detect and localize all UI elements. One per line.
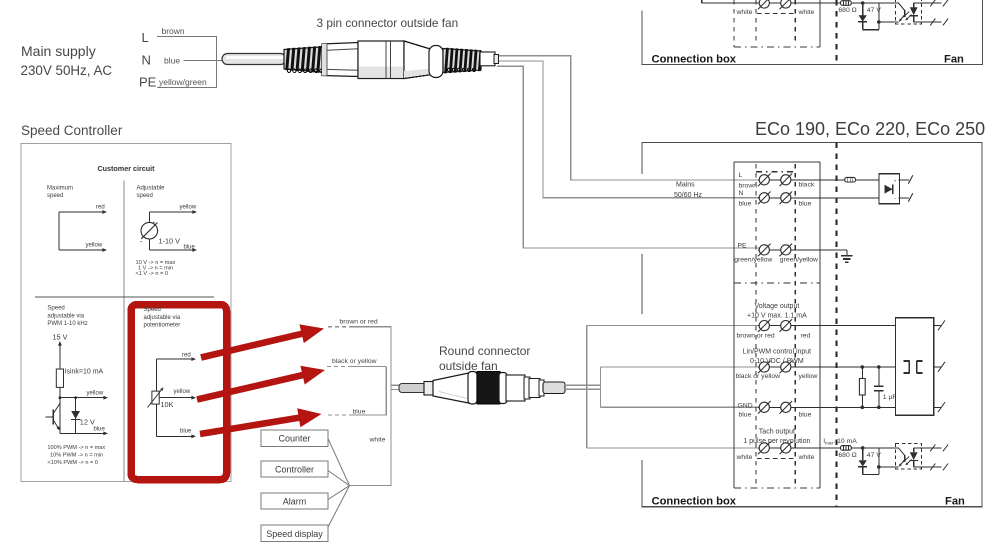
svg-text:potentiometer: potentiometer	[144, 323, 181, 329]
svg-text:Speed display: Speed display	[266, 529, 323, 539]
svg-text:red: red	[96, 205, 105, 211]
svg-text:brown or red: brown or red	[737, 332, 775, 339]
svg-text:Alarm: Alarm	[283, 497, 307, 507]
svg-text:10 V -> n = max: 10 V -> n = max	[136, 260, 176, 266]
svg-text:Lin/PWM control input: Lin/PWM control input	[743, 348, 812, 355]
svg-text:Speed: Speed	[144, 307, 161, 313]
svg-text:L: L	[739, 172, 743, 179]
svg-text:Adjustable: Adjustable	[137, 186, 166, 192]
svg-text:yellow: yellow	[86, 243, 103, 249]
svg-text:100% PWM -> n = max: 100% PWM -> n = max	[47, 445, 105, 451]
svg-text:speed: speed	[47, 193, 63, 199]
svg-text:yellow: yellow	[799, 373, 818, 380]
svg-text:50/60 Hz: 50/60 Hz	[674, 192, 703, 199]
svg-text:47 V: 47 V	[867, 7, 881, 14]
svg-text:blue: blue	[180, 429, 192, 435]
svg-text:1 V -> n = min: 1 V -> n = min	[138, 265, 173, 271]
svg-text:Tach output: Tach output	[759, 428, 795, 435]
svg-text:blue: blue	[739, 200, 752, 207]
svg-text:1-10 V: 1-10 V	[159, 237, 181, 246]
svg-text:adjustable via: adjustable via	[144, 315, 181, 321]
svg-text:black or yellow: black or yellow	[332, 358, 377, 365]
svg-text:Counter: Counter	[278, 434, 310, 444]
svg-text:adjustable via: adjustable via	[47, 313, 84, 319]
svg-text:red: red	[801, 332, 811, 339]
svg-text:outside fan: outside fan	[439, 359, 498, 373]
svg-text:brown: brown	[739, 182, 758, 189]
svg-text:red: red	[182, 353, 191, 359]
svg-text:N: N	[739, 190, 744, 197]
svg-text:Maximum: Maximum	[47, 186, 73, 192]
svg-text:blue: blue	[353, 409, 366, 416]
svg-text:N: N	[142, 53, 151, 68]
svg-text:Main supply: Main supply	[21, 43, 96, 59]
svg-text:blue: blue	[799, 200, 812, 207]
svg-text:1 µF: 1 µF	[883, 394, 897, 401]
svg-text:1 pulse per revolution: 1 pulse per revolution	[743, 438, 810, 445]
svg-text:Isink=10 mA: Isink=10 mA	[65, 369, 104, 376]
svg-text:white: white	[736, 454, 753, 461]
svg-text:yellow: yellow	[174, 389, 191, 395]
svg-text:PWM 1-10 kHz: PWM 1-10 kHz	[47, 321, 87, 327]
svg-text:blue: blue	[164, 55, 180, 65]
svg-text:680 Ω: 680 Ω	[838, 452, 856, 459]
svg-text:12 V: 12 V	[80, 418, 95, 427]
svg-text:white: white	[736, 9, 753, 16]
svg-text:white: white	[369, 437, 386, 444]
svg-text:Fan: Fan	[945, 495, 965, 507]
svg-text:Round connector: Round connector	[439, 344, 530, 358]
svg-text:blue: blue	[184, 245, 196, 251]
svg-text:black or yellow: black or yellow	[736, 373, 781, 380]
svg-text:PE: PE	[738, 243, 748, 250]
svg-text:white: white	[798, 454, 815, 461]
svg-text:green/yellow: green/yellow	[734, 256, 772, 263]
svg-text:white: white	[798, 9, 815, 16]
svg-text:Fan: Fan	[944, 53, 964, 65]
svg-text:680 Ω: 680 Ω	[838, 7, 856, 14]
svg-text:0-10 VDC / PWM: 0-10 VDC / PWM	[750, 358, 804, 365]
svg-text:green/yellow: green/yellow	[780, 256, 818, 263]
svg-text:black: black	[799, 181, 815, 188]
svg-text:+: +	[152, 221, 156, 227]
svg-text:Speed Controller: Speed Controller	[21, 123, 123, 138]
svg-text:Controller: Controller	[275, 465, 314, 475]
svg-text:brown or red: brown or red	[340, 319, 378, 326]
svg-text:Mains: Mains	[676, 182, 695, 189]
svg-text:yellow/green: yellow/green	[159, 77, 207, 87]
svg-text:10% PWM -> n = min: 10% PWM -> n = min	[50, 453, 103, 459]
svg-text:-: -	[140, 239, 143, 246]
svg-text:Connection box: Connection box	[652, 53, 737, 65]
svg-text:<1 V -> n = 0: <1 V -> n = 0	[136, 271, 169, 277]
svg-text:15 V: 15 V	[53, 333, 68, 342]
svg-text:+10 V max. 1.1 mA: +10 V max. 1.1 mA	[747, 312, 807, 319]
svg-text:yellow: yellow	[87, 391, 104, 397]
svg-text:blue: blue	[799, 411, 812, 418]
svg-text:blue: blue	[94, 427, 106, 433]
svg-text:Imax. 10 mA: Imax. 10 mA	[823, 438, 857, 445]
svg-text:yellow: yellow	[180, 205, 197, 211]
svg-text:blue: blue	[739, 411, 752, 418]
svg-text:230V 50Hz, AC: 230V 50Hz, AC	[21, 63, 113, 78]
svg-text:10K: 10K	[161, 400, 174, 409]
svg-text:Voltage output: Voltage output	[755, 303, 800, 310]
svg-text:GND: GND	[738, 403, 753, 410]
svg-text:ECo 190, ECo 220, ECo 250: ECo 190, ECo 220, ECo 250	[755, 119, 985, 139]
svg-text:Customer circuit: Customer circuit	[97, 164, 155, 173]
svg-text:47 V: 47 V	[867, 452, 881, 459]
svg-text:speed: speed	[137, 193, 153, 199]
svg-text:PE: PE	[139, 75, 157, 90]
svg-text:-: -	[894, 196, 896, 202]
svg-text:<10% PWM -> n = 0: <10% PWM -> n = 0	[47, 460, 98, 466]
svg-text:3 pin connector outside fan: 3 pin connector outside fan	[317, 16, 459, 30]
svg-text:Speed: Speed	[47, 306, 64, 312]
svg-text:+: +	[894, 179, 897, 184]
svg-text:brown: brown	[162, 26, 185, 36]
svg-text:Connection box: Connection box	[652, 495, 737, 507]
svg-text:L: L	[142, 30, 149, 45]
